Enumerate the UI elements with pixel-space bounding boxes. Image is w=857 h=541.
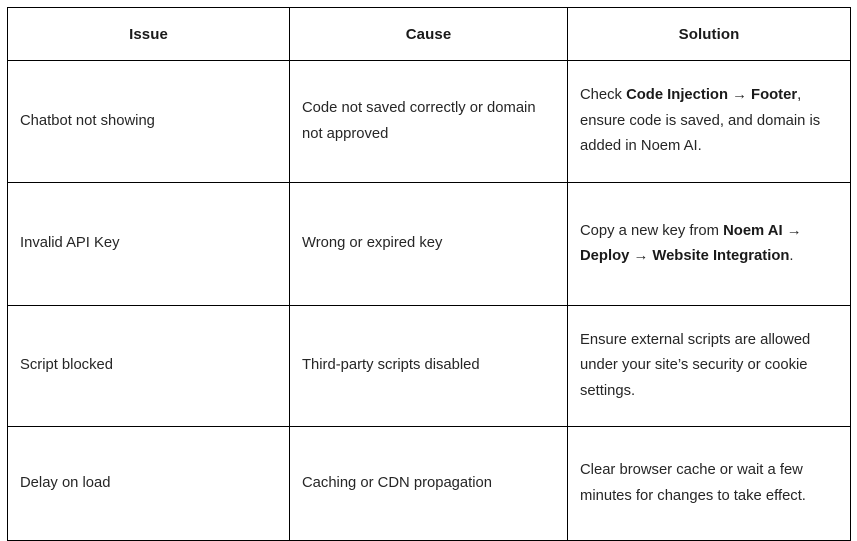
cell-issue: Delay on load bbox=[7, 426, 290, 541]
cell-issue: Invalid API Key bbox=[7, 182, 290, 306]
column-header-issue: Issue bbox=[7, 7, 290, 61]
cause-text: Code not saved correctly or domain not a… bbox=[302, 100, 536, 142]
cell-cause: Code not saved correctly or domain not a… bbox=[289, 60, 568, 183]
cell-issue: Chatbot not showing bbox=[7, 60, 290, 183]
body-text: . bbox=[789, 248, 794, 264]
solution-text: Copy a new key from Noem AI → Deploy → W… bbox=[580, 219, 838, 270]
solution-text: Ensure external scripts are allowed unde… bbox=[580, 328, 838, 404]
cause-text: Caching or CDN propagation bbox=[302, 474, 492, 491]
emphasis-text: Deploy bbox=[580, 248, 630, 264]
cell-solution: Check Code Injection → Footer, ensure co… bbox=[567, 60, 851, 183]
cell-solution: Copy a new key from Noem AI → Deploy → W… bbox=[567, 182, 851, 306]
column-header-cause: Cause bbox=[289, 7, 568, 61]
table-header: Issue Cause Solution bbox=[7, 7, 851, 61]
table-body: Chatbot not showing Code not saved corre… bbox=[7, 60, 851, 541]
table-row: Script blocked Third-party scripts disab… bbox=[7, 305, 851, 427]
cause-text: Third-party scripts disabled bbox=[302, 357, 480, 374]
body-text: , ensure code is saved, and domain is ad… bbox=[580, 87, 821, 155]
emphasis-text: Noem AI bbox=[723, 222, 783, 239]
body-text: Clear browser cache or wait a few minute… bbox=[580, 462, 806, 504]
cell-issue: Script blocked bbox=[7, 305, 290, 427]
issue-text: Script blocked bbox=[20, 357, 113, 374]
table-row: Invalid API Key Wrong or expired key Cop… bbox=[7, 182, 851, 306]
body-text: Check bbox=[580, 87, 627, 104]
emphasis-text: Website Integration bbox=[652, 248, 790, 264]
cell-solution: Clear browser cache or wait a few minute… bbox=[567, 426, 851, 541]
solution-text: Check Code Injection → Footer, ensure co… bbox=[580, 83, 838, 159]
table-header-row: Issue Cause Solution bbox=[7, 7, 851, 61]
issue-text: Invalid API Key bbox=[20, 235, 120, 252]
issue-text: Delay on load bbox=[20, 474, 111, 491]
emphasis-text: Code Injection bbox=[626, 87, 729, 104]
body-text: → bbox=[782, 222, 802, 239]
emphasis-text: Footer bbox=[751, 87, 798, 104]
body-text: → bbox=[629, 248, 653, 264]
column-header-solution: Solution bbox=[567, 7, 851, 61]
body-text: Copy a new key from bbox=[580, 222, 724, 239]
cell-cause: Third-party scripts disabled bbox=[289, 305, 568, 427]
page-root: Issue Cause Solution Chatbot not showing… bbox=[7, 7, 851, 541]
body-text: Ensure external scripts are allowed unde… bbox=[580, 331, 811, 399]
solution-text: Clear browser cache or wait a few minute… bbox=[580, 458, 838, 509]
cause-text: Wrong or expired key bbox=[302, 235, 443, 252]
table-row: Delay on load Caching or CDN propagation… bbox=[7, 426, 851, 541]
table-row: Chatbot not showing Code not saved corre… bbox=[7, 60, 851, 183]
body-text: → bbox=[728, 87, 752, 104]
cell-cause: Caching or CDN propagation bbox=[289, 426, 568, 541]
cell-solution: Ensure external scripts are allowed unde… bbox=[567, 305, 851, 427]
issue-text: Chatbot not showing bbox=[20, 112, 155, 129]
cell-cause: Wrong or expired key bbox=[289, 182, 568, 306]
